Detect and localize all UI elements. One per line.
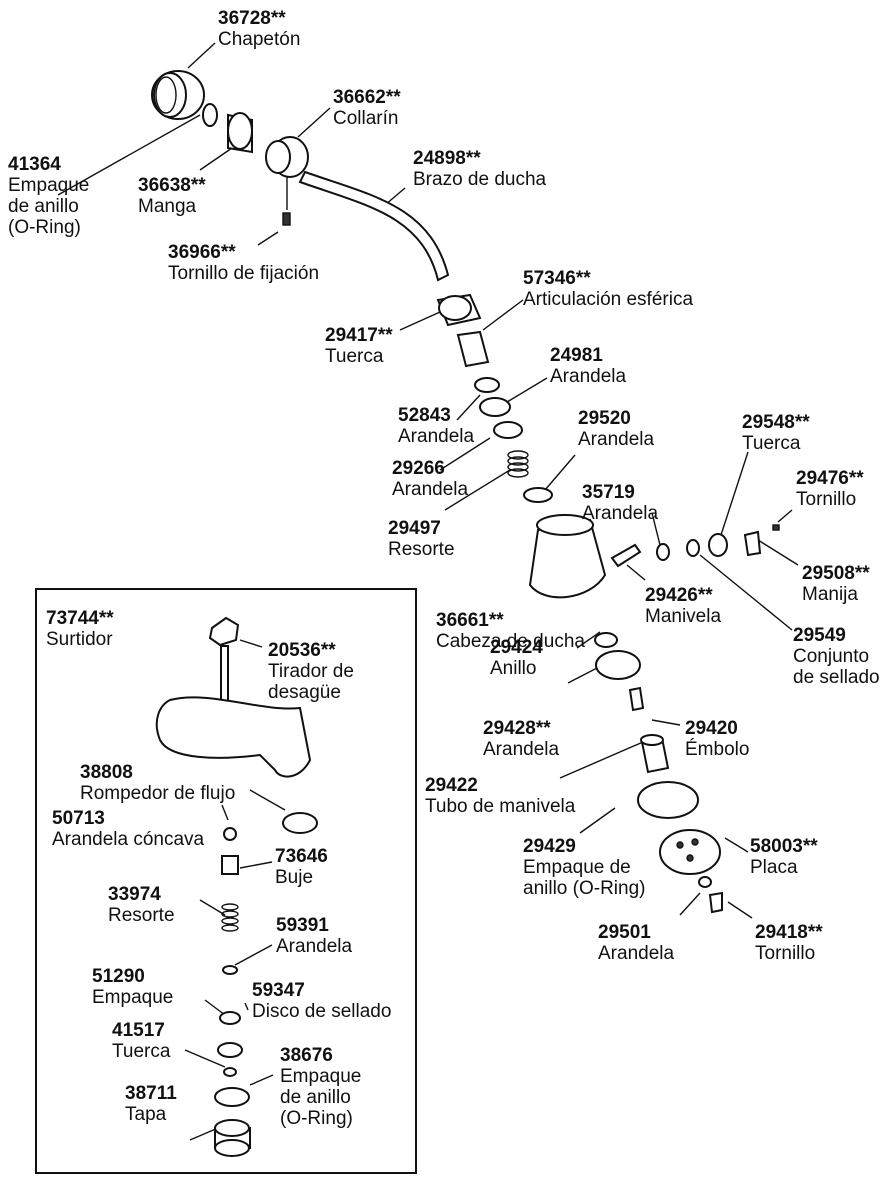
oring-29429-part (637, 781, 699, 819)
label-cabeza-ducha: 36661**Cabeza de ducha (436, 610, 585, 652)
tirador-part (208, 616, 240, 709)
label-tornillo-fijacion: 36966**Tornillo de fijación (168, 242, 320, 284)
placa-part (659, 829, 721, 875)
embolo-part (628, 686, 645, 712)
tapa-part (214, 1119, 251, 1157)
arandela-29520-part (523, 487, 553, 503)
arandela-29266-part (493, 421, 523, 439)
arandela-35719-part (656, 543, 670, 561)
tornillo-29476-part (772, 524, 780, 531)
label-tornillo-29476: 29476**Tornillo (796, 468, 864, 510)
manivela-29426-part (610, 543, 642, 568)
leader-lines (57, 42, 799, 1141)
arandela-concava-part (223, 827, 237, 841)
resorte-29497-part (507, 450, 529, 478)
label-manija: 29508**Manija (802, 563, 870, 605)
empaque-51290-part (219, 1011, 241, 1025)
label-brazo: 24898**Brazo de ducha (413, 148, 547, 190)
label-placa: 58003**Placa (750, 836, 818, 878)
inset-frame (35, 588, 417, 1174)
arandela-24981-part (474, 377, 500, 393)
manga-part (227, 112, 253, 154)
tornillo-fijacion-part (282, 212, 291, 226)
arandela-29428-part (595, 650, 641, 680)
chapeton-part (151, 70, 205, 120)
label-manga: 36638**Manga (138, 175, 206, 217)
collarin-part (265, 136, 309, 178)
label-articulacion: 57346**Articulación esférica (523, 268, 694, 310)
arandela-52843-part (479, 397, 511, 417)
label-chapeton: 36728**Chapetón (218, 8, 301, 50)
arandela-59391-part (222, 965, 238, 975)
tubo-manivela-part (640, 734, 670, 774)
manija-part (743, 530, 762, 557)
oring-38676-part (214, 1087, 250, 1107)
label-arandela-29428: 29428**Arandela (483, 718, 560, 760)
tuerca-29548-part (708, 533, 728, 557)
oring-41364-part (202, 103, 218, 127)
sellado-29549-part (686, 539, 700, 557)
label-tornillo-29418: 29418**Tornillo (755, 922, 823, 964)
label-manivela-29426: 29426**Manivela (645, 585, 722, 627)
label-tuerca-29417: 29417**Tuerca (325, 325, 393, 367)
resorte-33974-part (221, 903, 239, 932)
cabeza-ducha-part (528, 514, 607, 599)
tuerca-29417-part (456, 330, 490, 368)
tuerca-41517-part (223, 1067, 237, 1077)
label-tuerca-29548: 29548**Tuerca (742, 412, 810, 454)
buje-part (221, 855, 239, 875)
surtidor-part (155, 696, 312, 778)
articulacion-part (436, 293, 482, 327)
tornillo-29418-part (708, 891, 723, 914)
disco-sellado-part (217, 1042, 243, 1058)
brazo-ducha-part (298, 170, 450, 282)
arandela-29501-part (698, 876, 712, 888)
label-collarin: 36662**Collarín (333, 87, 401, 129)
label-surtidor: 73744**Surtidor (46, 608, 114, 650)
rompedor-part (282, 812, 318, 834)
anillo-29424-part (594, 632, 618, 648)
